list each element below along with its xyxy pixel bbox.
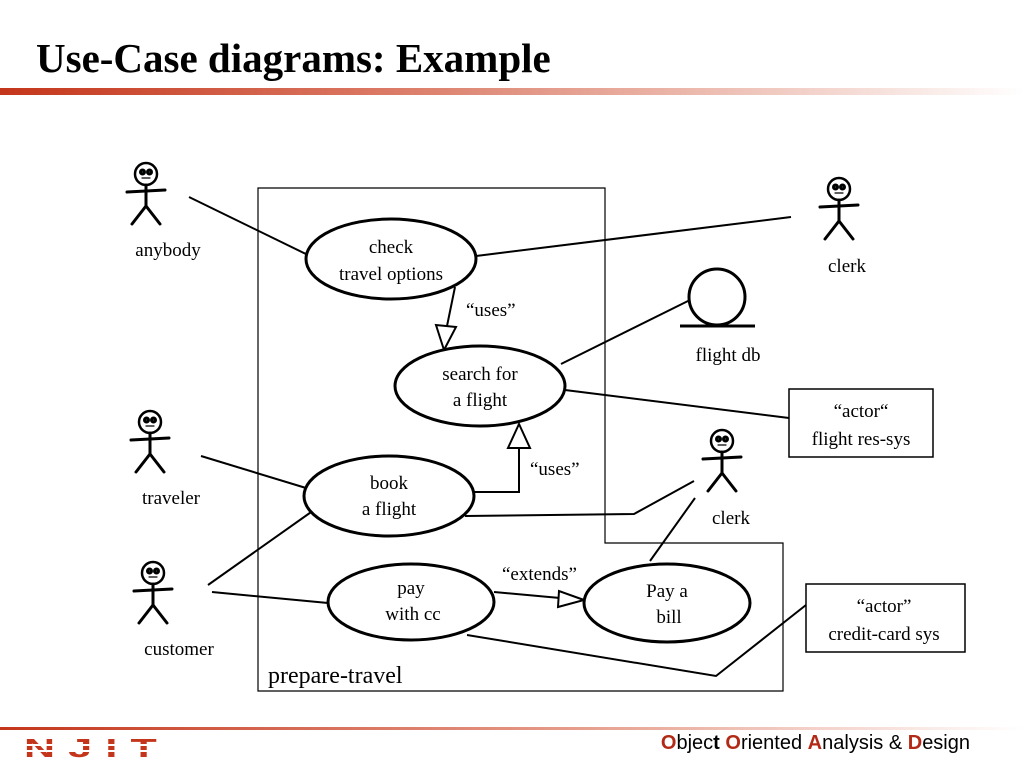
actor-anybody[interactable]: anybody xyxy=(125,161,201,261)
course-ampersand: & xyxy=(888,732,903,754)
use-case-book-a-flight[interactable]: book a flight xyxy=(302,454,476,538)
stick-figure-icon xyxy=(132,560,174,625)
title-underline xyxy=(0,88,1024,95)
assoc-clerk-bill xyxy=(649,497,696,562)
use-case-book-line1: book xyxy=(370,473,409,494)
svg-text:NJIT: NJIT xyxy=(24,736,170,760)
system-boundary xyxy=(257,187,784,692)
course-word-oriented: Oriented xyxy=(725,732,803,754)
stick-figure-icon xyxy=(818,176,860,241)
actor-clerk-middle[interactable]: clerk xyxy=(701,428,750,529)
use-case-search-line1: search for xyxy=(442,364,518,385)
stick-figure-icon xyxy=(129,409,171,474)
actor-box-res-stereotype: “actor“ xyxy=(834,401,889,422)
use-case-pay-with-cc[interactable]: pay with cc xyxy=(326,562,496,642)
uses-arrowhead-1 xyxy=(434,323,458,353)
use-case-search-for-a-flight[interactable]: search for a flight xyxy=(393,344,567,428)
use-case-pay-line2: with cc xyxy=(385,604,440,625)
use-case-bill-line1: Pay a xyxy=(646,581,688,602)
use-case-check-line1: check xyxy=(369,237,414,258)
uses-arrowhead-2 xyxy=(506,421,532,449)
slide-title: Use-Case diagrams: Example xyxy=(36,35,551,81)
use-case-book-line2: a flight xyxy=(362,499,417,520)
assoc-search-flightdb xyxy=(560,299,691,365)
actor-box-cc-stereotype: “actor” xyxy=(857,596,912,617)
assoc-traveler-book xyxy=(200,455,307,489)
course-title: Object Oriented Analysis & Design xyxy=(661,732,970,755)
actor-flight-db-label: flight db xyxy=(696,345,761,366)
assoc-search-resys xyxy=(564,389,790,419)
extends-label: “extends” xyxy=(502,564,577,585)
use-case-check-line2: travel options xyxy=(339,264,443,285)
actor-traveler-label: traveler xyxy=(142,488,201,509)
assoc-customer-book xyxy=(207,509,315,586)
system-boundary-label: prepare-travel xyxy=(268,663,403,689)
actor-box-credit-card-sys[interactable]: “actor” credit-card sys xyxy=(805,583,966,653)
uses-label-2: “uses” xyxy=(530,459,580,480)
actor-box-cc-name: credit-card sys xyxy=(828,624,939,645)
use-case-search-line2: a flight xyxy=(453,390,508,411)
database-icon xyxy=(687,267,747,327)
stick-figure-icon xyxy=(125,161,167,226)
actor-customer-label: customer xyxy=(144,639,214,660)
assoc-book-clerk xyxy=(464,480,695,517)
actor-flight-db[interactable]: flight db xyxy=(680,267,761,366)
assoc-pay-ccsys xyxy=(466,604,807,678)
uses-line-2 xyxy=(474,448,520,493)
course-word-analysis: Analysis xyxy=(807,732,884,754)
assoc-check-clerk xyxy=(475,216,792,257)
extends-line xyxy=(493,591,561,599)
assoc-anybody-check xyxy=(188,196,311,257)
use-case-check-travel-options[interactable]: check travel options xyxy=(304,217,478,301)
course-word-object: Object xyxy=(660,732,720,754)
uses-label-1: “uses” xyxy=(466,300,516,321)
actor-box-flight-res-sys[interactable]: “actor“ flight res-sys xyxy=(788,388,934,458)
use-case-bill-line2: bill xyxy=(656,607,681,628)
actor-traveler[interactable]: traveler xyxy=(129,409,201,509)
actor-box-res-name: flight res-sys xyxy=(812,429,911,450)
use-case-pay-a-bill[interactable]: Pay a bill xyxy=(582,562,752,644)
actor-clerk-top[interactable]: clerk xyxy=(818,176,866,277)
actor-clerk-middle-label: clerk xyxy=(712,508,750,529)
actor-clerk-top-label: clerk xyxy=(828,256,866,277)
njit-logo: NJIT xyxy=(22,736,172,760)
assoc-customer-pay xyxy=(211,591,329,604)
extends-arrowhead xyxy=(556,589,588,609)
stick-figure-icon xyxy=(701,428,743,493)
uses-line-1 xyxy=(446,286,456,327)
actor-customer[interactable]: customer xyxy=(132,560,214,660)
footer-rule xyxy=(0,727,1024,730)
course-word-design: Design xyxy=(907,732,970,754)
use-case-pay-line1: pay xyxy=(397,578,425,599)
actor-anybody-label: anybody xyxy=(135,240,201,261)
